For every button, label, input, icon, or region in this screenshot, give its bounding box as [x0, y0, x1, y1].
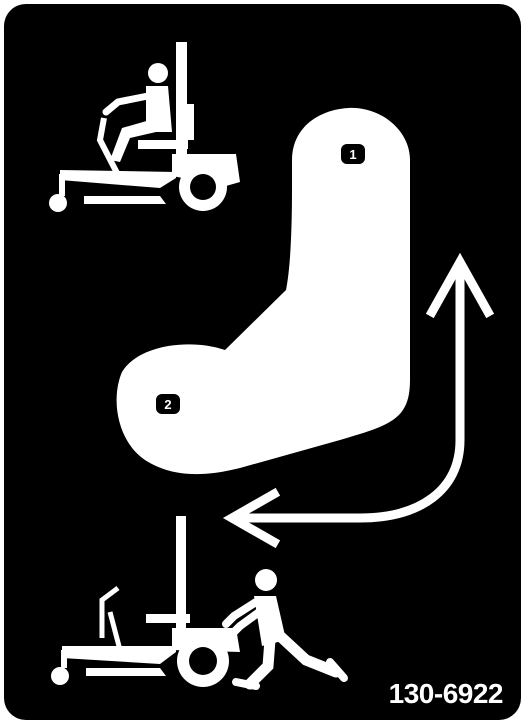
svg-text:1: 1	[349, 147, 356, 162]
lever-position-path-icon: 1 2	[117, 108, 410, 474]
mower-being-pushed-icon	[51, 516, 344, 687]
position-1-badge: 1	[341, 144, 365, 164]
part-number-label: 130-6922	[389, 678, 503, 710]
svg-text:2: 2	[164, 397, 171, 412]
mower-with-seated-operator-icon	[49, 42, 240, 212]
position-2-badge: 2	[156, 394, 180, 414]
